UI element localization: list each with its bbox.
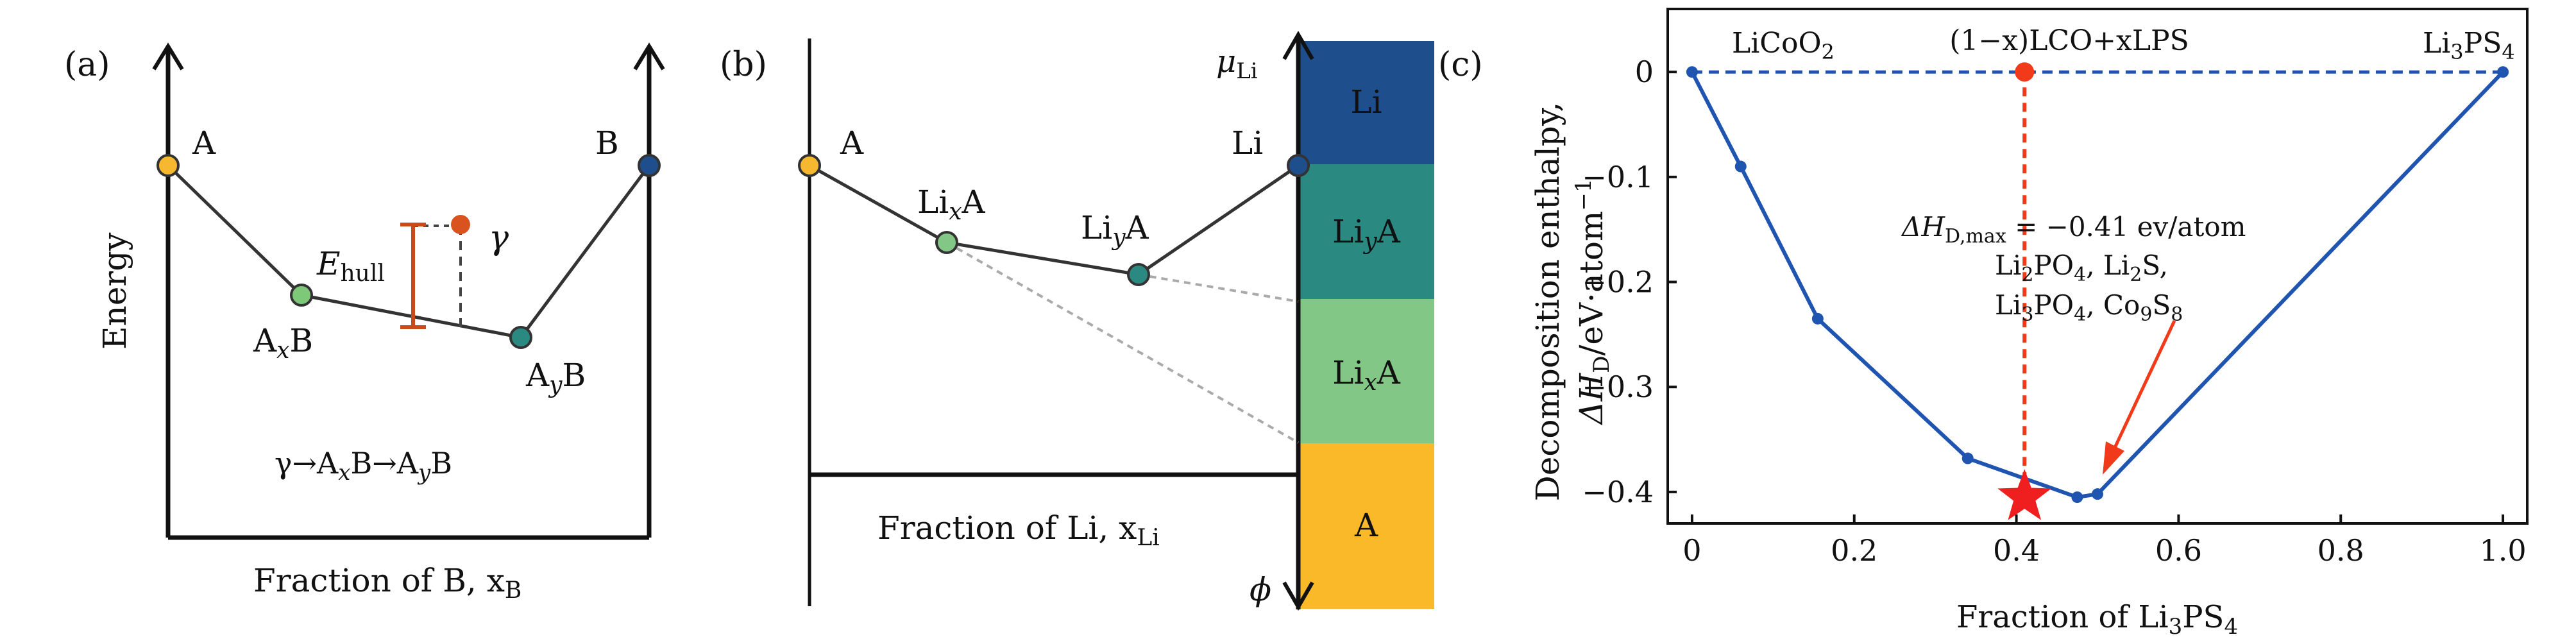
y-tick-label: 0 xyxy=(1635,55,1654,89)
panel-b-label-LixA: LixA xyxy=(917,183,986,225)
panel-c-annotation-line3: Li3PO4, Co9S8 xyxy=(1995,289,2183,326)
panel-b-xlabel: Fraction of Li, xLi xyxy=(877,509,1160,551)
data-point xyxy=(1962,452,1974,464)
panel-b-band-Li-label: Li xyxy=(1350,83,1382,121)
panel-c-label: (c) xyxy=(1438,46,1483,84)
x-tick-label: 0.4 xyxy=(1993,533,2040,568)
panel-a-label-B: B xyxy=(595,124,619,162)
panel-a-point-B xyxy=(638,154,661,177)
panel-b-band-A-label: A xyxy=(1354,507,1378,544)
panel-b-point-LixA xyxy=(935,231,958,254)
panel-b-label-A: A xyxy=(840,124,864,162)
panel-a-point-gamma xyxy=(451,215,470,234)
panel-b-tangent-LiyA xyxy=(1138,273,1299,303)
data-point xyxy=(1734,160,1747,173)
panel-b-phi-arrow-down xyxy=(1282,581,1314,611)
panel-a-point-A xyxy=(157,154,180,177)
y-tick-label: −0.3 xyxy=(1582,369,1654,404)
panel-a-point-AyB xyxy=(509,326,532,349)
panel-c-ylabel-line1: Decomposition enthalpy, xyxy=(1529,102,1566,502)
panel-b-band-LixA-label: LixA xyxy=(1332,354,1401,396)
panel-b-band-LiyA xyxy=(1298,164,1434,299)
panel-c-label-mix: (1−x)LCO+xLPS xyxy=(1949,24,2189,57)
panel-b-label: (b) xyxy=(720,46,767,84)
panel-b-mu-label: μLi xyxy=(1216,44,1258,84)
panel-c-plot-frame xyxy=(1666,8,2529,525)
highlight-top-point xyxy=(2015,62,2035,82)
panel-b-tangent-LixA xyxy=(946,241,1299,444)
panel-c-annotation-line1: ΔHD,max = −0.41 ev/atom xyxy=(1901,211,2246,248)
panel-c-label-li3ps4: Li3PS4 xyxy=(2423,27,2515,64)
panel-b-band-LixA xyxy=(1298,299,1434,443)
panel-b-phi-label: ϕ xyxy=(1250,571,1271,608)
panel-b-point-Li xyxy=(1287,154,1310,177)
panel-a-convex-hull-line xyxy=(167,164,651,339)
y-tick-label: −0.4 xyxy=(1582,475,1654,509)
y-tick-label: −0.2 xyxy=(1582,265,1654,300)
panel-b-label-Li: Li xyxy=(1232,124,1263,162)
x-tick-label: 1.0 xyxy=(2479,533,2526,568)
panel-a-label-ehull: Ehull xyxy=(316,245,385,287)
series-decomposition-curve xyxy=(1690,71,2505,500)
data-point xyxy=(2071,491,2083,504)
panel-b-label-LiyA: LiyA xyxy=(1081,209,1149,251)
panel-a-label: (a) xyxy=(64,46,110,84)
panel-c-annotation-arrow xyxy=(2112,319,2176,450)
panel-a: (a) A B AxB AyB Ehull γ γ→AxB→AyB Fracti… xyxy=(64,42,665,604)
panel-a-reaction: γ→AxB→AyB xyxy=(275,446,452,486)
panel-b-point-A xyxy=(798,154,821,177)
panel-c-ylabel-line2: ΔHD/eV·atom−1 xyxy=(1571,179,1614,426)
data-point xyxy=(2092,488,2103,500)
panel-a-label-A: A xyxy=(192,124,216,162)
panel-c: (c) Decomposition enthalpy, ΔHD/eV·atom−… xyxy=(1438,8,2529,637)
panel-b-point-LiyA xyxy=(1127,263,1150,286)
panel-a-label-AxB: AxB xyxy=(253,322,313,364)
panel-c-chart: 0 0.2 0.4 0.6 0.8 1.0 0 −0.1 −0.2 −0.3 −0.4 xyxy=(1582,8,2529,568)
x-tick-label: 0.6 xyxy=(2155,533,2202,568)
panel-a-left-arrowhead xyxy=(152,42,184,71)
panel-b-band-A xyxy=(1298,443,1434,609)
panel-c-annotation-arrowhead xyxy=(2103,441,2124,475)
panel-b: (b) A Li LixA LiyA μLi ϕ Fraction of Li,… xyxy=(720,31,1434,611)
y-tick-label: −0.1 xyxy=(1582,160,1654,194)
data-point xyxy=(2497,66,2509,78)
panel-c-annotation-line2: Li2PO4, Li2S, xyxy=(1995,250,2168,286)
panel-a-right-arrowhead xyxy=(633,42,665,71)
x-tick-label: 0 xyxy=(1682,533,1701,568)
panel-a-point-AxB xyxy=(290,284,313,307)
x-tick-label: 0.2 xyxy=(1831,533,1877,568)
data-point xyxy=(1811,312,1824,325)
x-tick-label: 0.8 xyxy=(2318,533,2364,568)
min-star-marker xyxy=(1997,469,2052,520)
data-point xyxy=(1686,66,1698,78)
panel-b-hull-line xyxy=(808,164,1300,276)
panel-a-xlabel: Fraction of B, xB xyxy=(253,562,521,604)
panel-a-ylabel: Energy xyxy=(96,232,133,350)
panel-c-label-licoo2: LiCoO2 xyxy=(1732,27,1835,64)
panel-a-label-AyB: AyB xyxy=(525,357,586,398)
panel-a-label-gamma: γ xyxy=(489,219,509,257)
panel-b-mu-arrow-up xyxy=(1282,31,1314,60)
panel-b-band-LiyA-label: LiyA xyxy=(1332,213,1401,255)
panel-c-xlabel: Fraction of Li3PS4 xyxy=(1956,599,2238,637)
